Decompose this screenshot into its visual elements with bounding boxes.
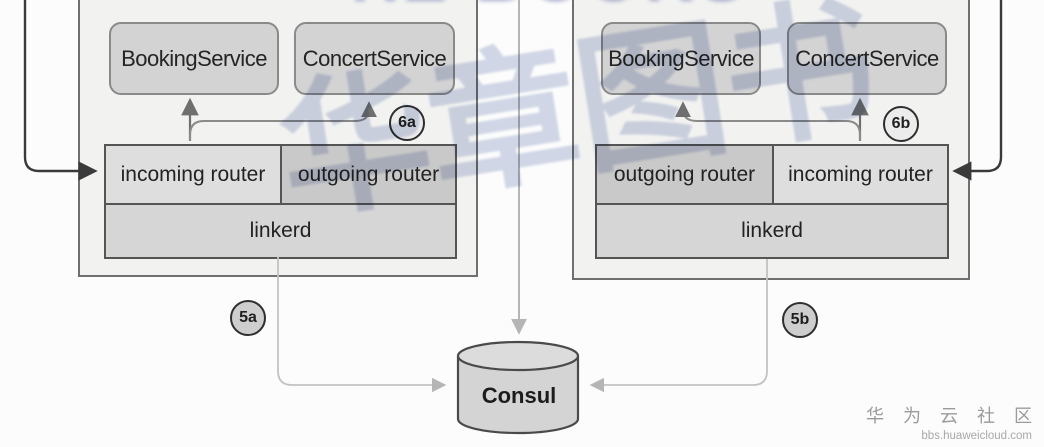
host-box-a: BookingService ConcertService incoming r… bbox=[78, 0, 478, 277]
concert-service-label-a: ConcertService bbox=[302, 45, 447, 71]
consul-cylinder-top bbox=[456, 340, 580, 372]
badge-6b: 6b bbox=[883, 106, 919, 142]
router-row-a: incoming router outgoing router bbox=[106, 146, 455, 205]
linkerd-label-a: linkerd bbox=[106, 205, 455, 257]
booking-service-box-b: BookingService bbox=[601, 22, 761, 95]
incoming-router-b: incoming router bbox=[774, 146, 947, 203]
booking-service-label-a: BookingService bbox=[121, 45, 267, 71]
outgoing-router-a: outgoing router bbox=[282, 146, 455, 203]
badge-6a: 6a bbox=[389, 105, 425, 141]
booking-service-label-b: BookingService bbox=[608, 45, 754, 71]
incoming-router-a: incoming router bbox=[106, 146, 282, 203]
community-name: 华 为 云 社 区 bbox=[865, 406, 1039, 426]
community-watermark: 华 为 云 社 区 bbs.huaweicloud.com bbox=[866, 402, 1032, 442]
concert-service-box-b: ConcertService bbox=[787, 22, 947, 95]
outgoing-router-b: outgoing router bbox=[597, 146, 774, 203]
router-row-b: outgoing router incoming router bbox=[597, 146, 947, 205]
linkerd-block-b: outgoing router incoming router linkerd bbox=[595, 144, 949, 259]
concert-service-label-b: ConcertService bbox=[795, 45, 939, 71]
badge-5b: 5b bbox=[782, 302, 818, 338]
host-box-b: BookingService ConcertService outgoing r… bbox=[572, 0, 970, 280]
booking-service-box-a: BookingService bbox=[109, 22, 279, 95]
linkerd-label-b: linkerd bbox=[597, 205, 947, 257]
linkerd-block-a: incoming router outgoing router linkerd bbox=[104, 144, 457, 259]
concert-service-box-a: ConcertService bbox=[294, 22, 455, 95]
badge-5a: 5a bbox=[230, 300, 266, 336]
community-url: bbs.huaweicloud.com bbox=[921, 430, 1032, 442]
consul-label: Consul bbox=[481, 383, 557, 408]
